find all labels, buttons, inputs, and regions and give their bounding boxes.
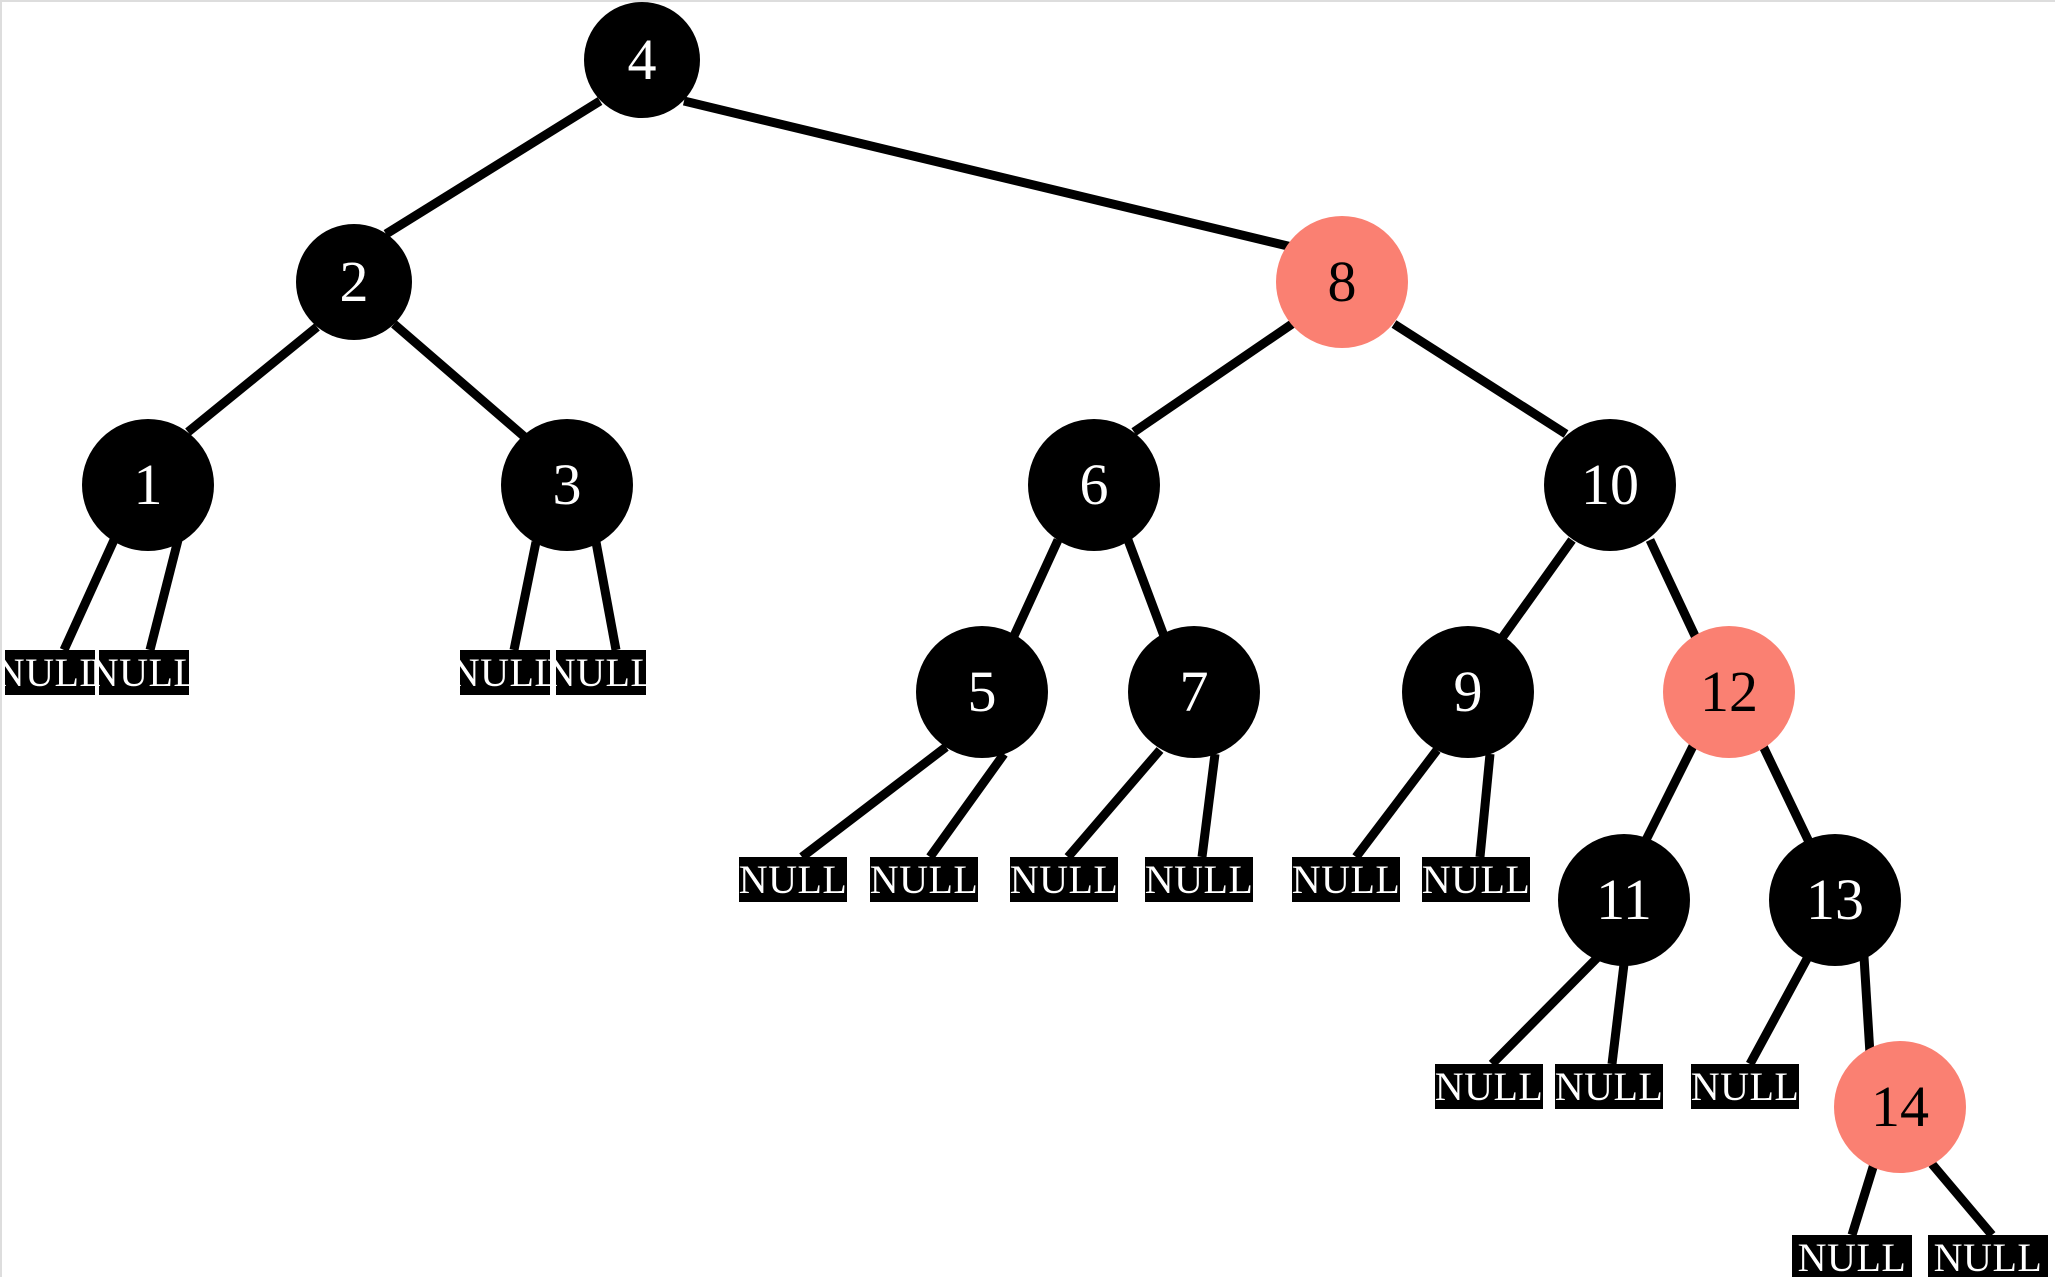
tree-edge [1757,742,1815,846]
tree-null-leaf-label: NULL [1554,1063,1664,1109]
tree-node-8[interactable]: 8 [1276,216,1408,348]
tree-node-label: 13 [1806,867,1864,932]
tree-null-leaf-label: NULL [1291,856,1401,902]
tree-edge [1746,954,1812,1067]
tree-node-11[interactable]: 11 [1558,834,1690,966]
tree-node-label: 11 [1596,867,1652,932]
tree-node-label: 2 [339,249,369,314]
tree-null-leaf-label: NULL [869,856,979,902]
tree-edge [1928,1161,1996,1238]
tree-node-label: 3 [552,452,582,517]
tree-node-5[interactable]: 5 [916,626,1048,758]
tree-node-label: 12 [1700,659,1758,724]
tree-node-label: 8 [1327,249,1357,314]
tree-node-label: 1 [133,452,163,517]
tree-null-leaf: NULL [451,650,559,695]
tree-edge [391,320,530,443]
tree-node-9[interactable]: 9 [1402,626,1534,758]
tree-edge [926,751,1008,860]
tree-null-leaf-label: NULL [89,649,199,695]
tree-node-3[interactable]: 3 [501,419,633,551]
tree-null-leaf: NULL [1435,1064,1543,1109]
tree-null-leaf-label: NULL [1690,1063,1800,1109]
tree-node-6[interactable]: 6 [1028,419,1160,551]
tree-node-13[interactable]: 13 [1769,834,1901,966]
tree-null-leaf-label: NULL [1797,1234,1907,1277]
tree-node-label: 7 [1179,659,1209,724]
tree-null-leaf: NULL [1555,1064,1663,1109]
tree-edge [1498,537,1576,641]
tree-node-label: 5 [967,659,997,724]
tree-null-leaf: NULL [870,857,978,902]
tree-node-4[interactable]: 4 [584,2,700,118]
tree-edge [1123,538,1169,638]
tree-node-label: 6 [1079,452,1109,517]
tree-node-7[interactable]: 7 [1128,626,1260,758]
tree-node-12[interactable]: 12 [1663,626,1795,758]
tree-null-leaf-label: NULL [546,649,656,695]
tree-null-leaf: NULL [1691,1064,1799,1109]
tree-null-leaf-label: NULL [1933,1234,2043,1277]
tree-edge [1064,747,1164,860]
tree-null-leaf-label: NULL [1144,856,1254,902]
tree-null-leaf: NULL [1422,857,1530,902]
tree-node-2[interactable]: 2 [296,224,412,340]
tree-node-10[interactable]: 10 [1544,419,1676,551]
tree-null-leaf: NULL [2,650,104,695]
tree-null-leaf-label: NULL [1009,856,1119,902]
tree-edge [1607,963,1629,1065]
tree-null-leaf: NULL [1010,857,1118,902]
tree-null-leaf-label: NULL [450,649,560,695]
tree-edge [799,743,949,861]
tree-edge [1131,320,1295,436]
tree-null-leaf-label: NULL [738,856,848,902]
tree-node-1[interactable]: 1 [82,419,214,551]
tree-edge [1352,747,1441,860]
tree-edge [383,97,603,238]
tree-edge [145,538,183,652]
tree-null-leaf: NULL [1292,857,1400,902]
tree-edge [1009,538,1063,638]
tree-edge [1475,753,1495,858]
tree-node-label: 4 [627,27,657,92]
tree-edge [682,96,1294,252]
tree-node-label: 14 [1871,1074,1929,1139]
tree-null-leaf: NULL [1792,1235,1912,1277]
tree-null-leaf: NULL [1928,1235,2048,1277]
tree-edge [59,538,119,652]
tree-node-14[interactable]: 14 [1834,1041,1966,1173]
tree-edge [1391,320,1569,438]
tree-edge [509,541,541,651]
tree-null-leaf: NULL [739,857,847,902]
tree-edge [1197,753,1220,858]
tree-null-leaf-label: NULL [1434,1063,1544,1109]
tree-node-label: 9 [1453,659,1483,724]
tree-node-label: 10 [1581,452,1639,517]
tree-edge [185,323,320,436]
tree-edge [1488,953,1602,1068]
tree-edge [1639,741,1699,847]
tree-edge [1645,538,1701,640]
tree-edge [1847,1162,1879,1237]
tree-edge [1859,956,1875,1055]
tree-edge [591,541,621,651]
tree-null-leaf: NULL [547,650,655,695]
tree-null-leaf-label: NULL [0,649,105,695]
tree-null-leaf-label: NULL [1421,856,1531,902]
tree-null-leaf: NULL [1145,857,1253,902]
tree-null-leaf: NULL [90,650,198,695]
